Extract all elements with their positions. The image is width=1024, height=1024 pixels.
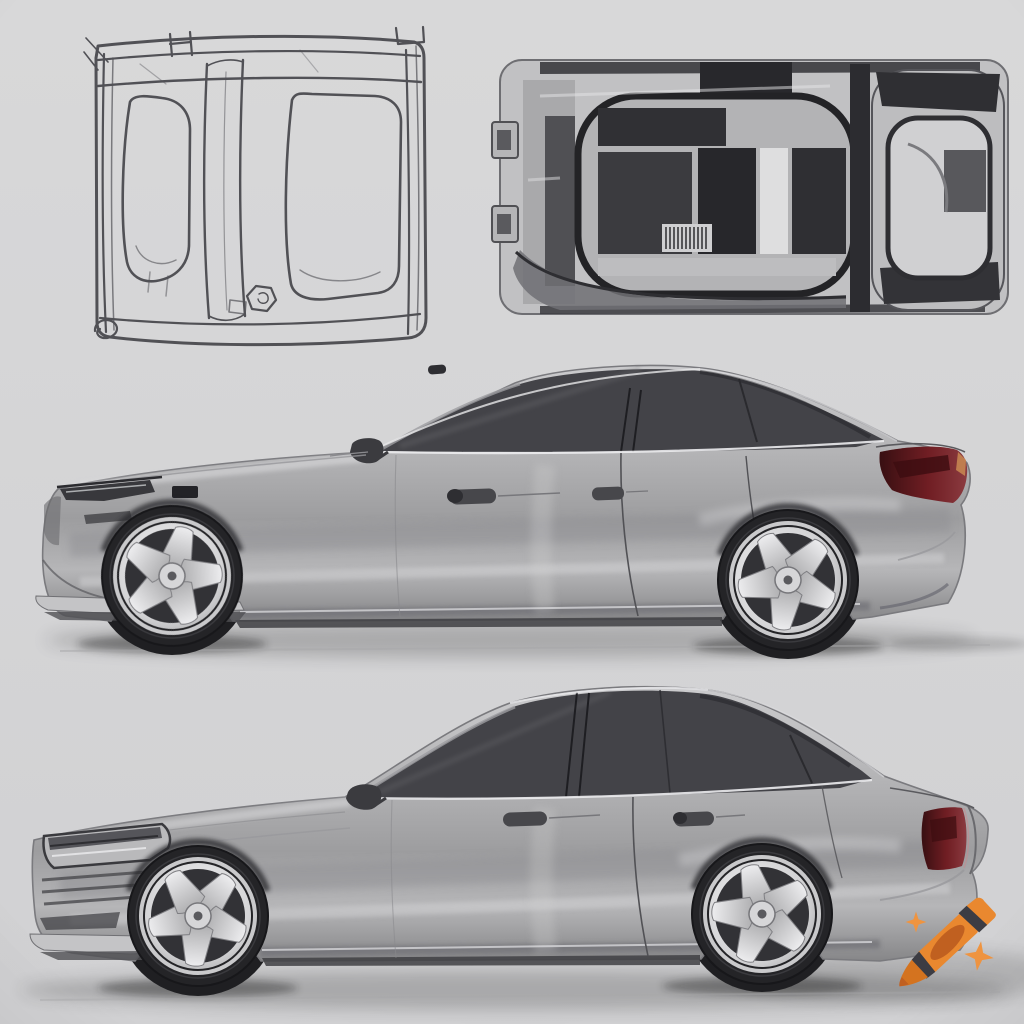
front-door-handle (503, 811, 547, 827)
rear-door-handle (592, 486, 625, 501)
fender-vent (172, 486, 198, 498)
roof-antenna (428, 364, 447, 375)
panel-top-view-render (491, 59, 1009, 315)
